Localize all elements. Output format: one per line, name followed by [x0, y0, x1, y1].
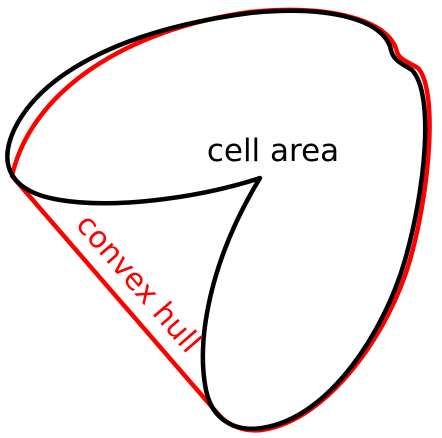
cell-area-label: cell area: [207, 133, 339, 169]
cell-area-outline: [5, 8, 428, 431]
convex-hull-outline: [9, 7, 432, 433]
convex-hull-label: convex hull: [69, 208, 208, 360]
